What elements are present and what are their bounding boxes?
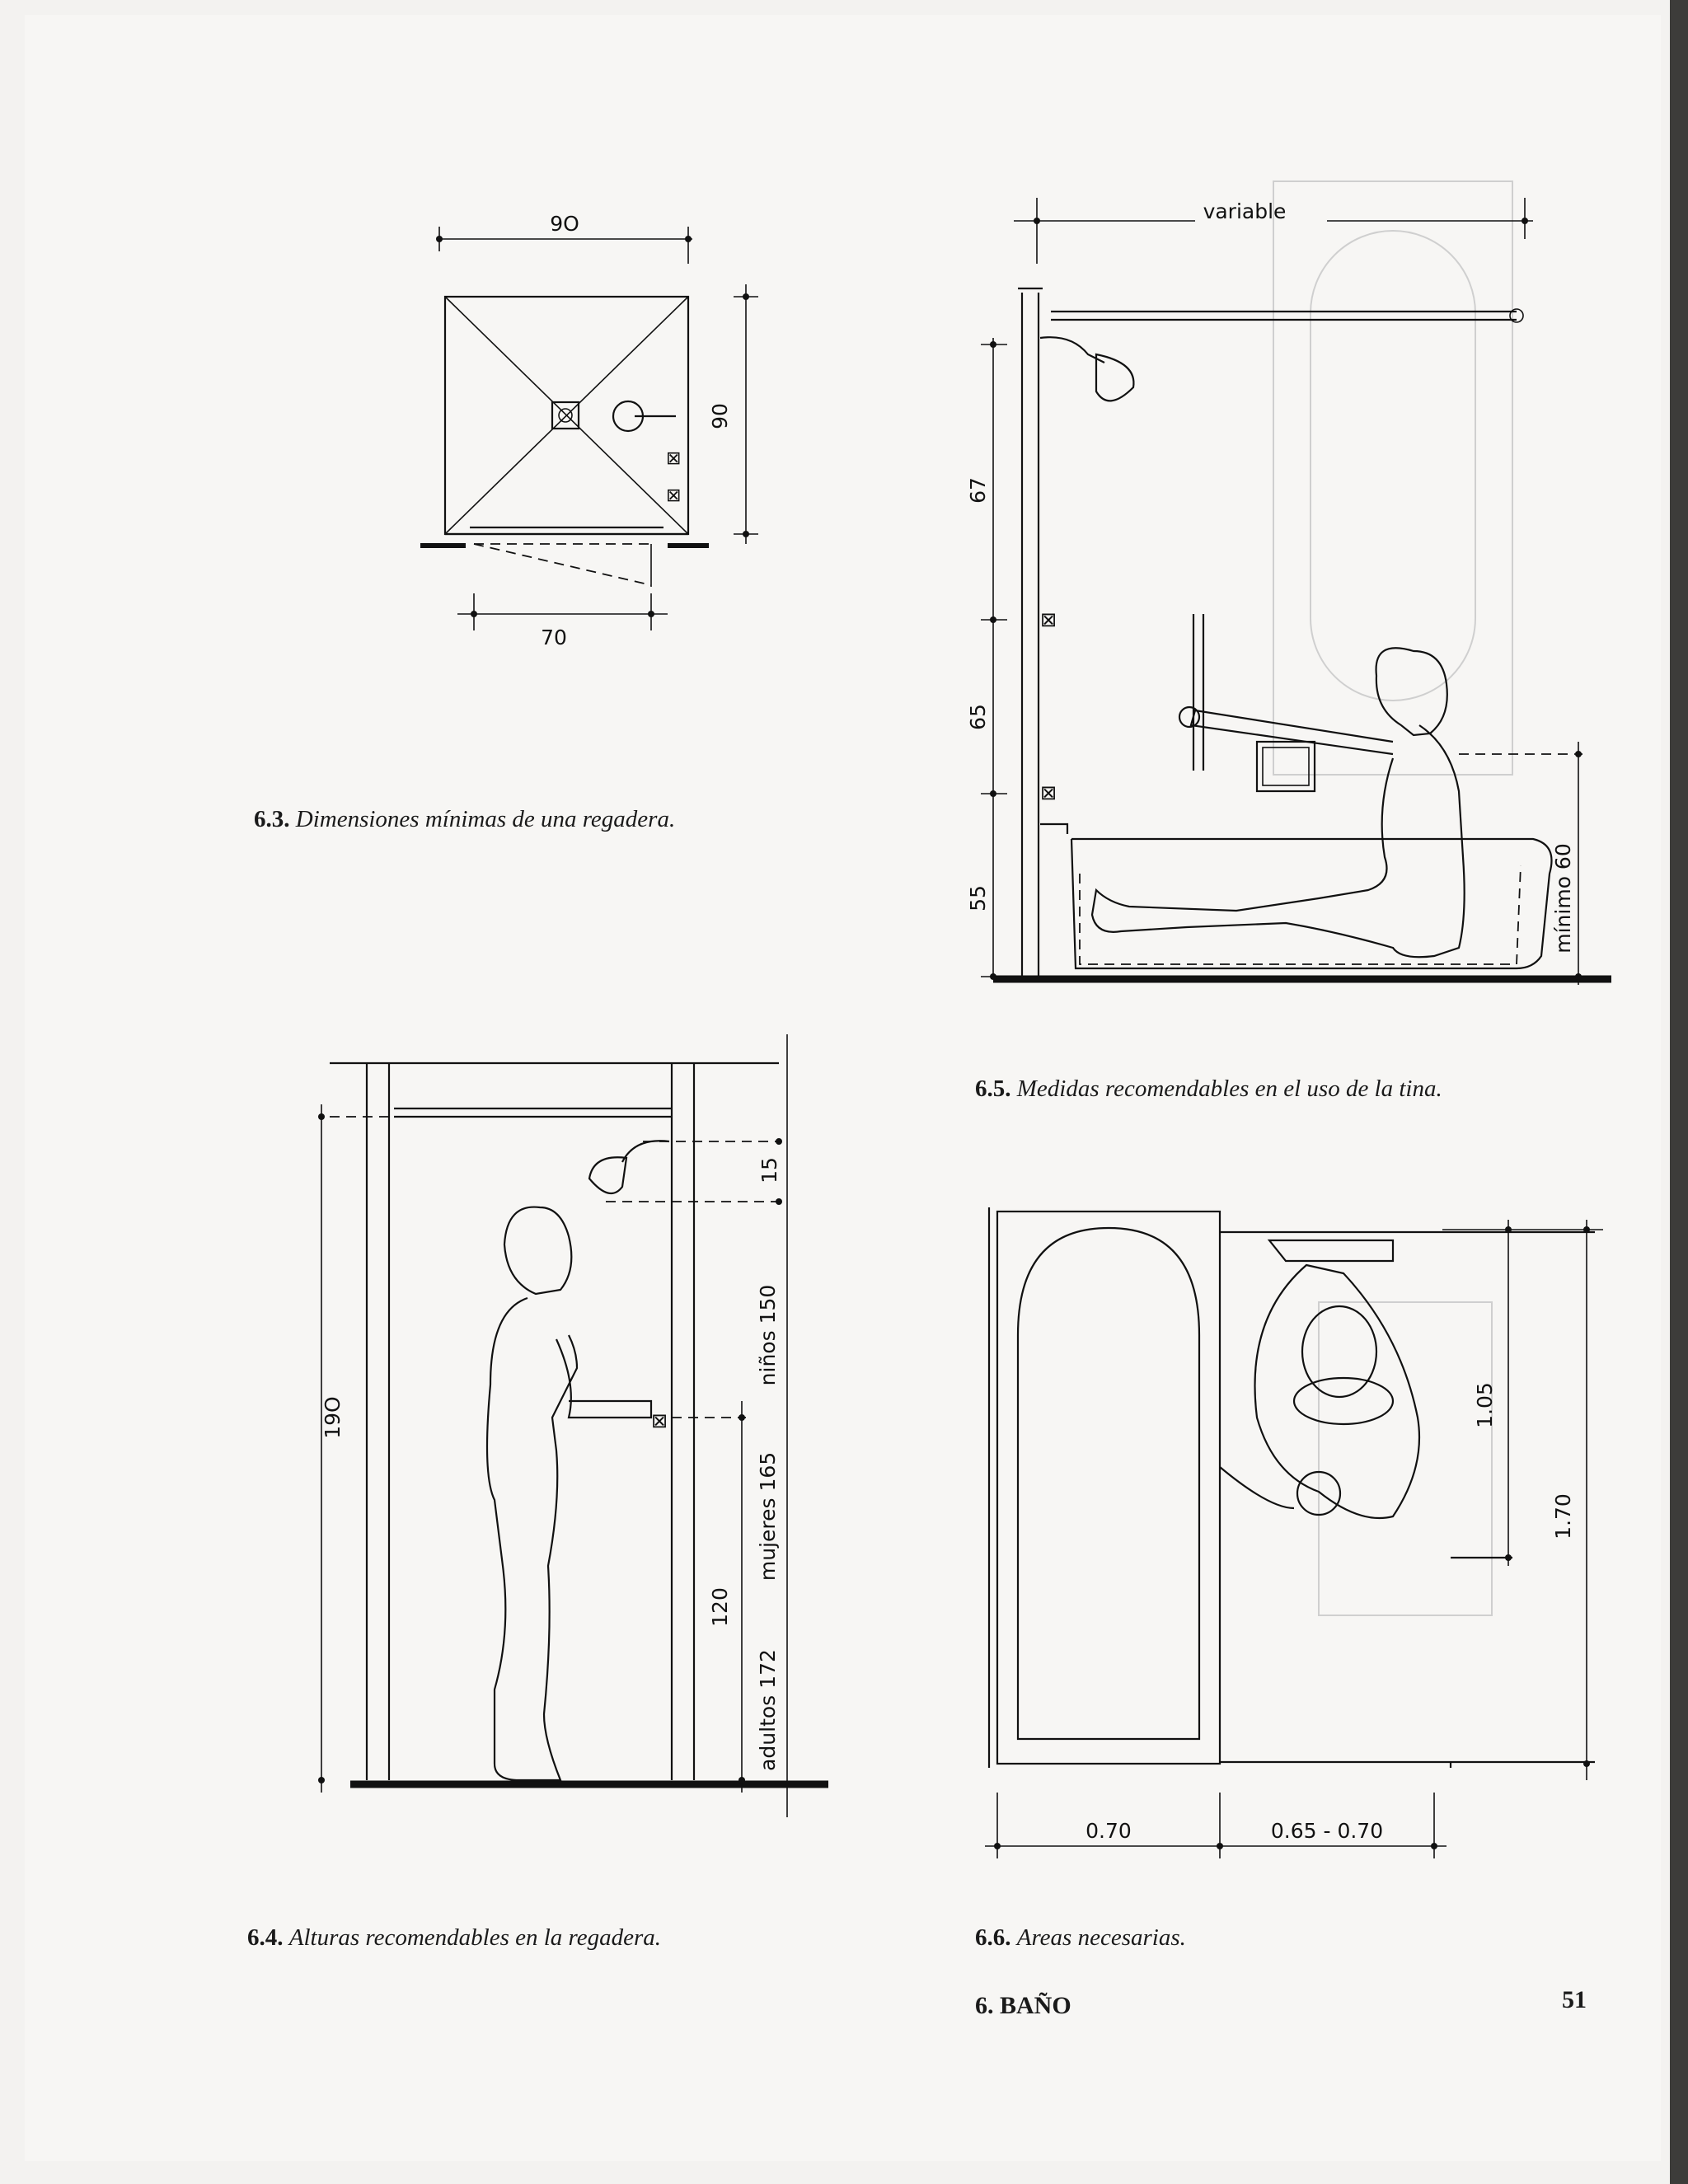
dim-women: mujeres 165 [756, 1452, 780, 1581]
caption-fig-6-3: 6.3. Dimensiones mínimas de una regadera… [254, 806, 675, 833]
dim-door-bottom: 70 [541, 626, 567, 649]
dim-tub-width: 0.70 [1085, 1819, 1132, 1843]
dim-head: 15 [757, 1157, 781, 1183]
dim-controls: 120 [708, 1587, 732, 1627]
caption-fig-6-5: 6.5. Medidas recomendables en el uso de … [975, 1076, 1442, 1103]
dim-inner: 1.05 [1473, 1382, 1497, 1428]
page-edge [1670, 0, 1688, 2184]
svg-text:⊠: ⊠ [1040, 781, 1057, 804]
caption-fig-6-5-number: 6.5. [975, 1076, 1011, 1102]
figure-6-5-drawing: variable ⊠ ⊠ [966, 180, 1611, 985]
caption-fig-6-3-text: Dimensiones mínimas de una regadera. [295, 806, 676, 832]
caption-fig-6-5-text: Medidas recomendables en el uso de la ti… [1016, 1076, 1442, 1102]
caption-fig-6-4: 6.4. Alturas recomendables en la regader… [247, 1924, 661, 1952]
dim-width-top: 9O [550, 212, 579, 236]
caption-fig-6-6: 6.6. Areas necesarias. [975, 1924, 1186, 1952]
caption-fig-6-6-text: Areas necesarias. [1016, 1924, 1186, 1951]
dim-outer: 1.70 [1551, 1493, 1575, 1540]
dim-adults: adultos 172 [756, 1649, 780, 1771]
caption-fig-6-4-number: 6.4. [247, 1924, 284, 1951]
svg-text:⊠: ⊠ [666, 448, 681, 469]
svg-text:⊠: ⊠ [1040, 608, 1057, 631]
footer-section: 6. BAÑO [975, 1992, 1071, 2019]
figure-6-6-drawing: 1.05 1.70 0.70 0.65 - 0.70 [985, 1207, 1603, 1858]
dim-variable: variable [1203, 199, 1287, 223]
dim-middle: 65 [966, 704, 990, 730]
page-number: 51 [1562, 1986, 1587, 2013]
caption-fig-6-4-text: Alturas recomendables en la regadera. [288, 1924, 662, 1951]
dim-total: 19O [321, 1396, 345, 1439]
svg-text:⊠: ⊠ [651, 1409, 668, 1432]
svg-text:⊠: ⊠ [666, 485, 681, 506]
caption-fig-6-3-number: 6.3. [254, 806, 290, 832]
dim-tub: mínimo 60 [1551, 843, 1575, 954]
dim-lower: 55 [966, 885, 990, 912]
dim-depth-right: 90 [708, 403, 732, 429]
figure-6-4-drawing: ⊠ 19O 15 120 adultos 172 mujeres 165 niñ… [318, 1034, 828, 1817]
page-sheet [25, 15, 1661, 2161]
dim-children: niños 150 [756, 1285, 780, 1386]
caption-fig-6-6-number: 6.6. [975, 1924, 1011, 1951]
figure-6-3-drawing: 9O ⊠ ⊠ 90 70 [420, 212, 758, 649]
dim-upper: 67 [966, 477, 990, 504]
dim-clearance: 0.65 - 0.70 [1271, 1819, 1383, 1843]
